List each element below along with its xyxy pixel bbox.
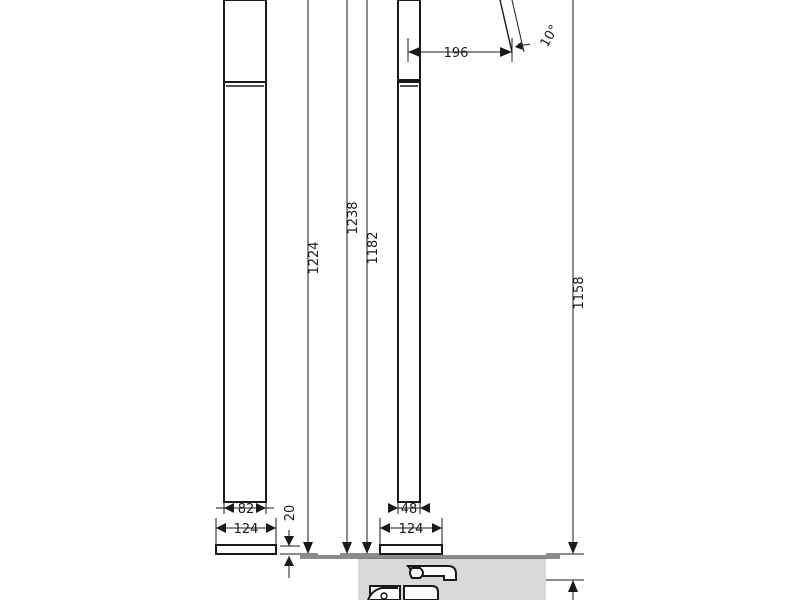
dim-1182-label: 1182 (366, 231, 381, 264)
dimension-lines (215, 0, 584, 600)
dim-1238-label: 1238 (346, 201, 361, 234)
dim-1224-label: 1224 (307, 241, 322, 274)
dimension-labels: 1224 1238 1182 1158 196 10° 82 124 20 48… (234, 23, 587, 537)
mixer-body (367, 565, 457, 600)
dim-124-right-label: 124 (399, 522, 424, 537)
dim-196-label: 196 (444, 46, 469, 61)
right-column (379, 0, 525, 555)
dim-124-left-label: 124 (234, 522, 259, 537)
left-column (215, 0, 277, 555)
dim-82-label: 82 (238, 502, 255, 517)
dim-1158-label: 1158 (572, 276, 587, 309)
dim-48-label: 48 (401, 502, 418, 517)
dim-20-label: 20 (283, 505, 298, 522)
dim-10-degree-label: 10° (538, 23, 563, 50)
